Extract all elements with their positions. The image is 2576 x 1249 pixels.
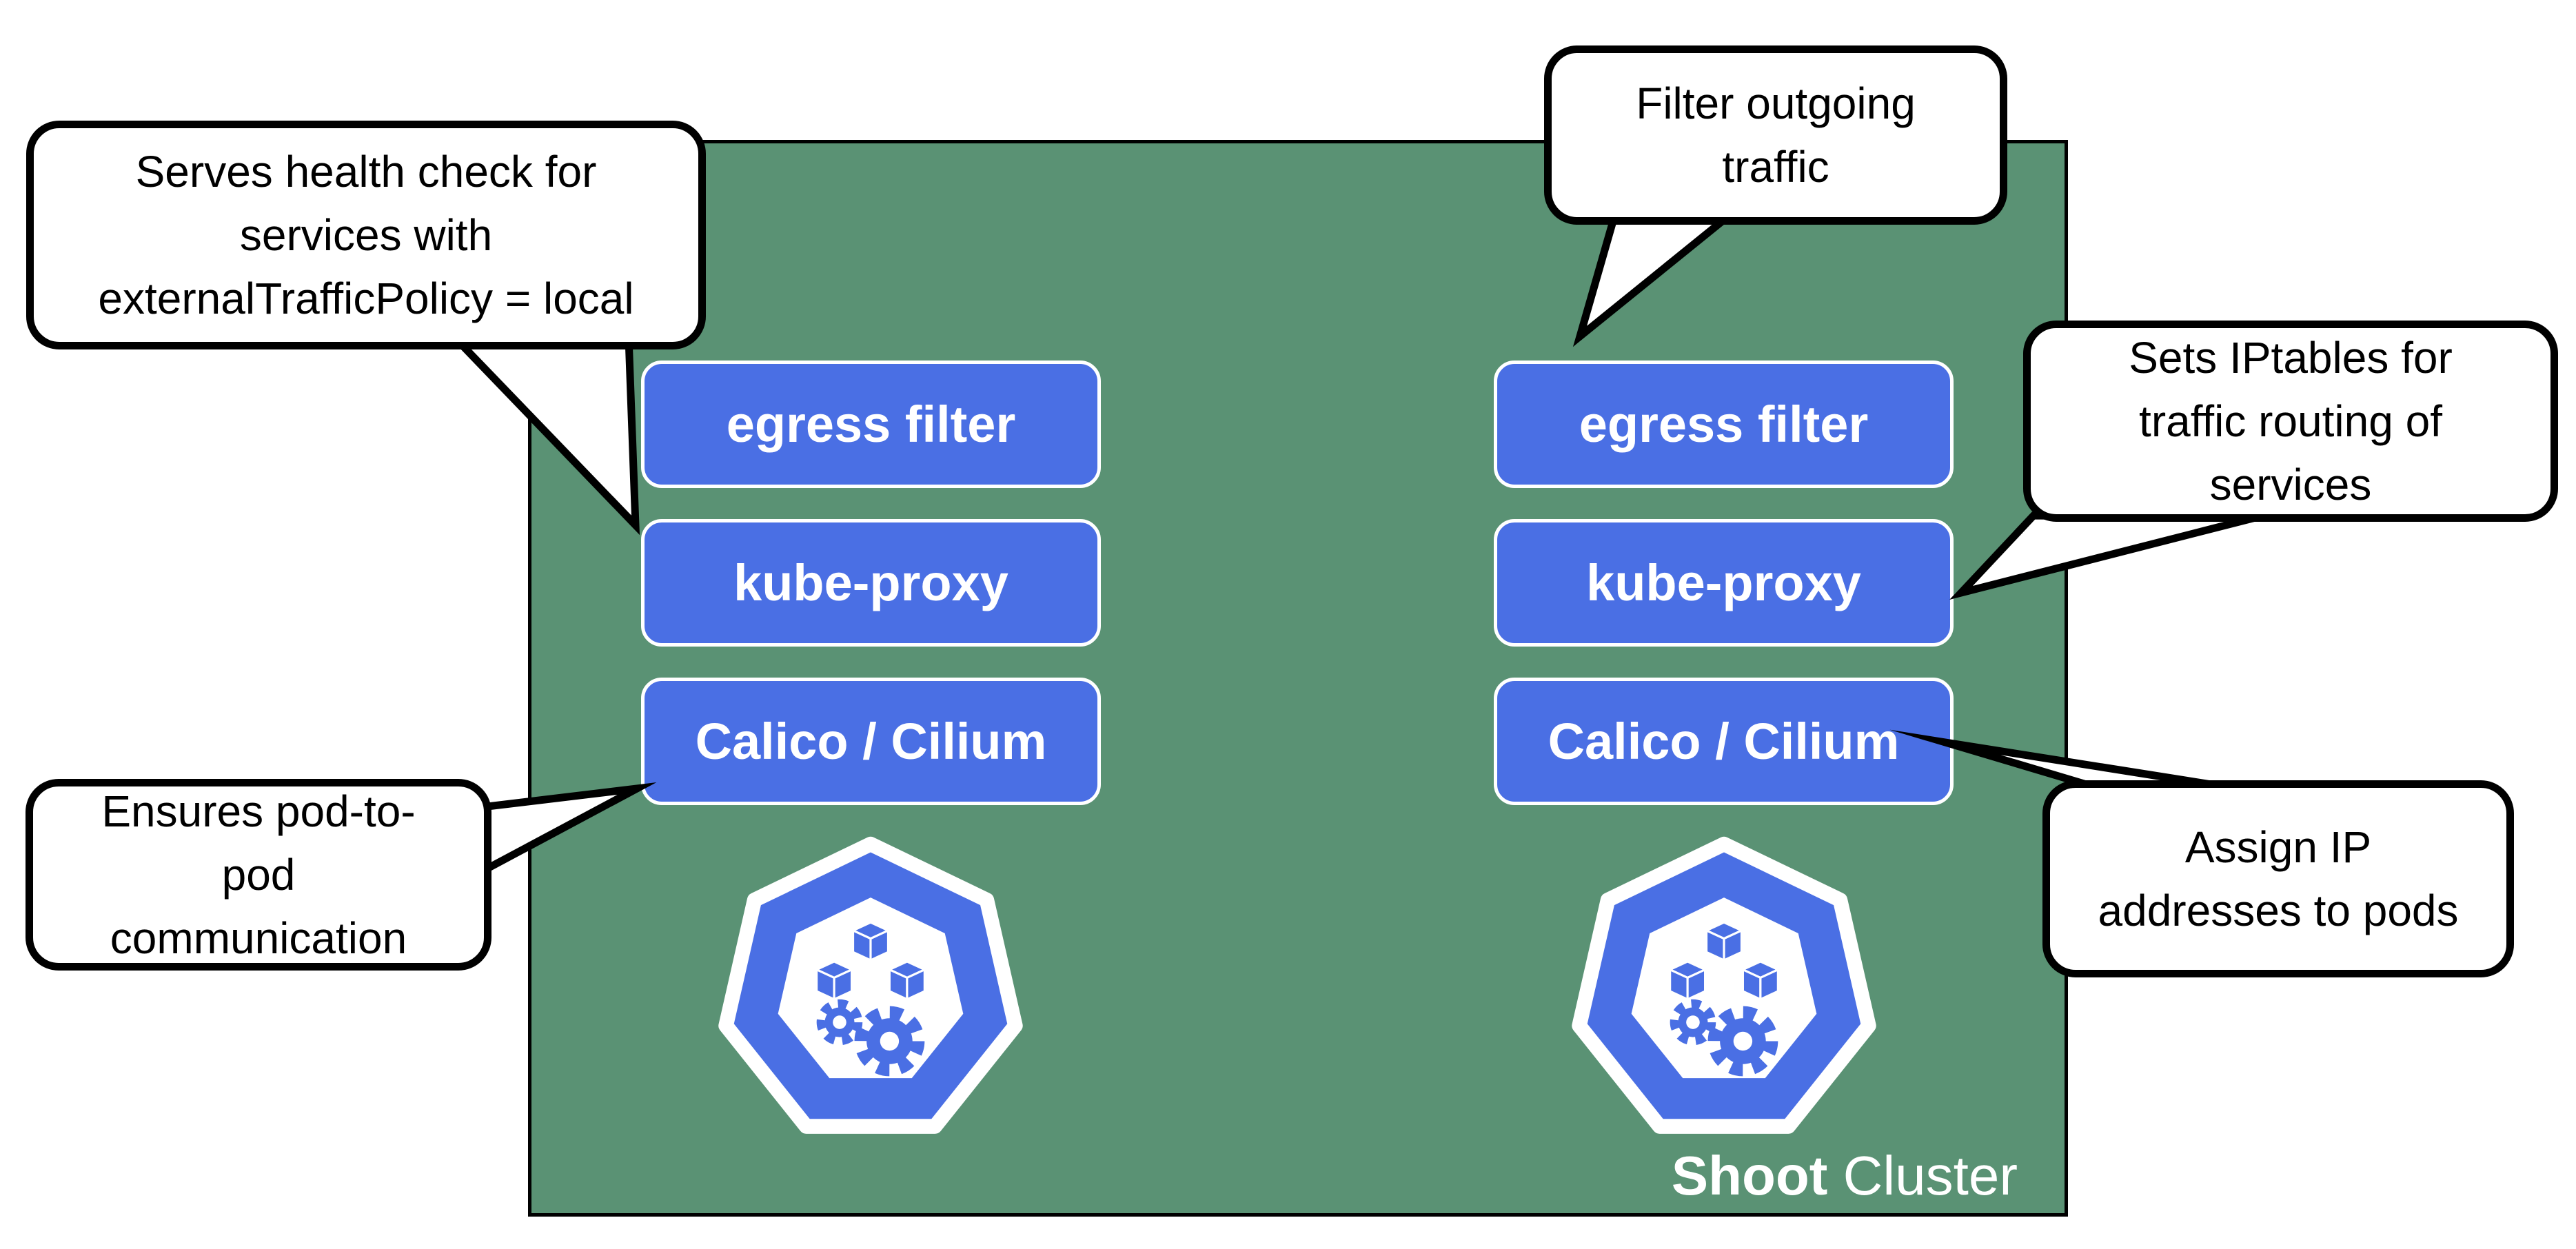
cluster-title-bold: Shoot xyxy=(1671,1145,1828,1206)
component-label: Calico / Cilium xyxy=(1548,713,1900,770)
small-gear-icon xyxy=(1670,999,1716,1046)
kubernetes-node-icon xyxy=(1572,836,1876,1134)
callout-text: Ensures pod-to- pod communication xyxy=(101,786,416,963)
callout-text: Serves health check for services with ex… xyxy=(98,147,634,323)
callout-filter-outgoing: Filter outgoing traffic xyxy=(1544,45,2007,225)
component-box-egress-filter-right: egress filter xyxy=(1494,361,1954,488)
component-label: egress filter xyxy=(1579,396,1869,453)
component-box-kube-proxy-left: kube-proxy xyxy=(641,519,1101,647)
cubes-icon xyxy=(813,921,928,1002)
callout-text: Assign IP addresses to pods xyxy=(2098,822,2459,935)
heptagon-inner xyxy=(778,897,964,1079)
callout-sets-iptables: Sets IPtables for traffic routing of ser… xyxy=(2023,321,2558,522)
cluster-title-regular: Cluster xyxy=(1827,1145,2018,1206)
callout-pointer-filter-outgoing xyxy=(1572,212,1739,347)
callout-pointer-ensures-pod-to-pod xyxy=(483,782,657,875)
cluster-title: Shoot Cluster xyxy=(1672,1146,2018,1206)
component-box-calico-cilium-left: Calico / Cilium xyxy=(641,678,1101,805)
kubernetes-node-icon xyxy=(718,836,1023,1134)
callout-assign-ip: Assign IP addresses to pods xyxy=(2042,780,2514,977)
component-label: Calico / Cilium xyxy=(695,713,1047,770)
component-label: kube-proxy xyxy=(733,554,1008,611)
callout-text: Filter outgoing traffic xyxy=(1636,79,1916,192)
callout-pointer-serves-health-check xyxy=(446,334,640,536)
component-box-kube-proxy-right: kube-proxy xyxy=(1494,519,1954,647)
callout-text: Sets IPtables for traffic routing of ser… xyxy=(2129,333,2453,509)
component-box-egress-filter-left: egress filter xyxy=(641,361,1101,488)
heptagon-inner xyxy=(1631,897,1817,1079)
cubes-icon xyxy=(1667,921,1781,1002)
component-label: egress filter xyxy=(726,396,1016,453)
large-gear-icon xyxy=(1707,1006,1778,1077)
callout-pointer-sets-iptables xyxy=(1949,511,2282,600)
large-gear-icon xyxy=(854,1006,925,1077)
callout-ensures-pod-to-pod: Ensures pod-to- pod communication xyxy=(26,779,491,971)
component-label: kube-proxy xyxy=(1586,554,1861,611)
callout-serves-health-check: Serves health check for services with ex… xyxy=(26,121,706,349)
small-gear-icon xyxy=(816,999,863,1046)
